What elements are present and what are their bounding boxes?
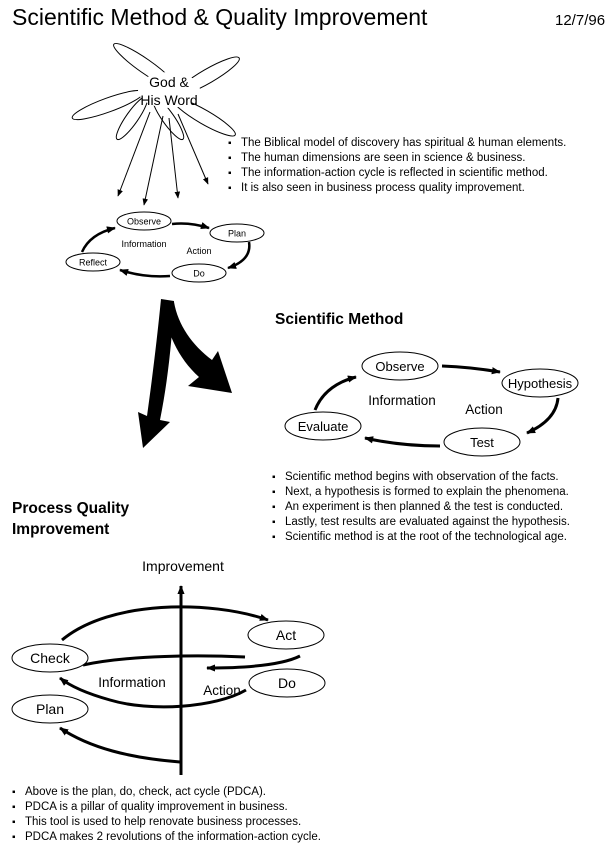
page-date: 12/7/96	[555, 12, 606, 29]
pdca-node-plan	[11, 694, 89, 724]
sci-arrow	[441, 364, 501, 375]
cycle-node-plan-label: Plan	[228, 229, 246, 239]
pdca-action-label: Action	[203, 683, 241, 698]
sci-arrow	[526, 397, 560, 435]
list-item: Scientific method begins with observatio…	[272, 470, 570, 485]
improvement-axis-label: Improvement	[142, 558, 224, 574]
process-quality-title: Process Quality Improvement	[12, 500, 130, 538]
pdca-arrow	[206, 654, 301, 672]
pdca-node-act-label: Act	[276, 627, 296, 643]
page-title: Scientific Method & Quality Improvement	[12, 4, 428, 30]
god-word-star: God & His Word	[71, 42, 240, 141]
split-arrow-down	[138, 299, 174, 448]
pdca-diagram: Improvement Check Act Do Plan Informatio…	[11, 558, 326, 775]
cycle-node-reflect-label: Reflect	[79, 258, 108, 268]
list-item: This tool is used to help renovate busin…	[12, 815, 321, 830]
sci-node-evaluate-label: Evaluate	[298, 419, 349, 434]
list-item: Next, a hypothesis is formed to explain …	[272, 485, 570, 500]
pdca-node-do	[248, 668, 326, 698]
scientific-cycle: Observe Hypothesis Test Evaluate Informa…	[284, 351, 579, 457]
top-cycle-action-label: Action	[186, 246, 211, 256]
scientific-bullets: Scientific method begins with observatio…	[272, 470, 570, 545]
sci-action-label: Action	[465, 402, 503, 417]
star-text-line2: His Word	[140, 92, 197, 108]
intro-bullets: The Biblical model of discovery has spir…	[228, 136, 566, 196]
sci-node-observe	[361, 351, 439, 381]
pdca-node-check-label: Check	[30, 650, 71, 666]
list-item: The Biblical model of discovery has spir…	[228, 136, 566, 151]
pdca-arrow	[59, 676, 247, 709]
pdca-arrow	[59, 726, 181, 764]
list-item: It is also seen in business process qual…	[228, 181, 566, 196]
split-arrow-right	[162, 300, 232, 393]
scientific-method-title: Scientific Method	[275, 311, 404, 328]
list-item: PDCA makes 2 revolutions of the informat…	[12, 830, 321, 845]
sci-arrow	[364, 436, 441, 448]
list-item: The human dimensions are seen in science…	[228, 151, 566, 166]
star-text-line1: God &	[149, 74, 189, 90]
cycle-node-do-label: Do	[193, 269, 205, 279]
list-item: An experiment is then planned & the test…	[272, 500, 570, 515]
cycle-node-do	[171, 263, 227, 283]
cycle-arrow	[227, 241, 251, 270]
pdca-bullets: Above is the plan, do, check, act cycle …	[12, 785, 321, 845]
pdca-node-do-label: Do	[278, 675, 296, 691]
top-cycle-information-label: Information	[121, 239, 166, 249]
list-item: Scientific method is at the root of the …	[272, 530, 570, 545]
pdca-arrow	[61, 605, 269, 642]
list-item: Above is the plan, do, check, act cycle …	[12, 785, 321, 800]
sci-node-hypothesis	[501, 368, 579, 398]
sci-node-observe-label: Observe	[375, 359, 424, 374]
pdca-arrow-back	[82, 654, 246, 667]
sci-arrow	[313, 375, 357, 411]
list-item: Lastly, test results are evaluated again…	[272, 515, 570, 530]
star-rays	[117, 111, 209, 206]
cycle-node-reflect	[65, 252, 121, 272]
pdca-node-check	[11, 643, 89, 673]
top-cycle: Observe Plan Do Reflect Information Acti…	[65, 211, 265, 283]
sci-node-test	[443, 427, 521, 457]
list-item: The information-action cycle is reflecte…	[228, 166, 566, 181]
cycle-arrow	[119, 268, 171, 278]
list-item: PDCA is a pillar of quality improvement …	[12, 800, 321, 815]
cycle-arrow	[171, 222, 210, 230]
pdca-node-act	[247, 620, 325, 650]
cycle-node-observe-label: Observe	[127, 217, 161, 227]
cycle-node-plan	[209, 223, 265, 243]
sci-node-hypothesis-label: Hypothesis	[508, 376, 573, 391]
sci-information-label: Information	[368, 393, 436, 408]
cycle-node-observe	[116, 211, 172, 231]
cycle-arrow	[80, 226, 116, 253]
pdca-node-plan-label: Plan	[36, 701, 64, 717]
sci-node-evaluate	[284, 411, 362, 441]
pdca-information-label: Information	[98, 675, 166, 690]
sci-node-test-label: Test	[470, 435, 494, 450]
split-arrows	[138, 299, 232, 448]
